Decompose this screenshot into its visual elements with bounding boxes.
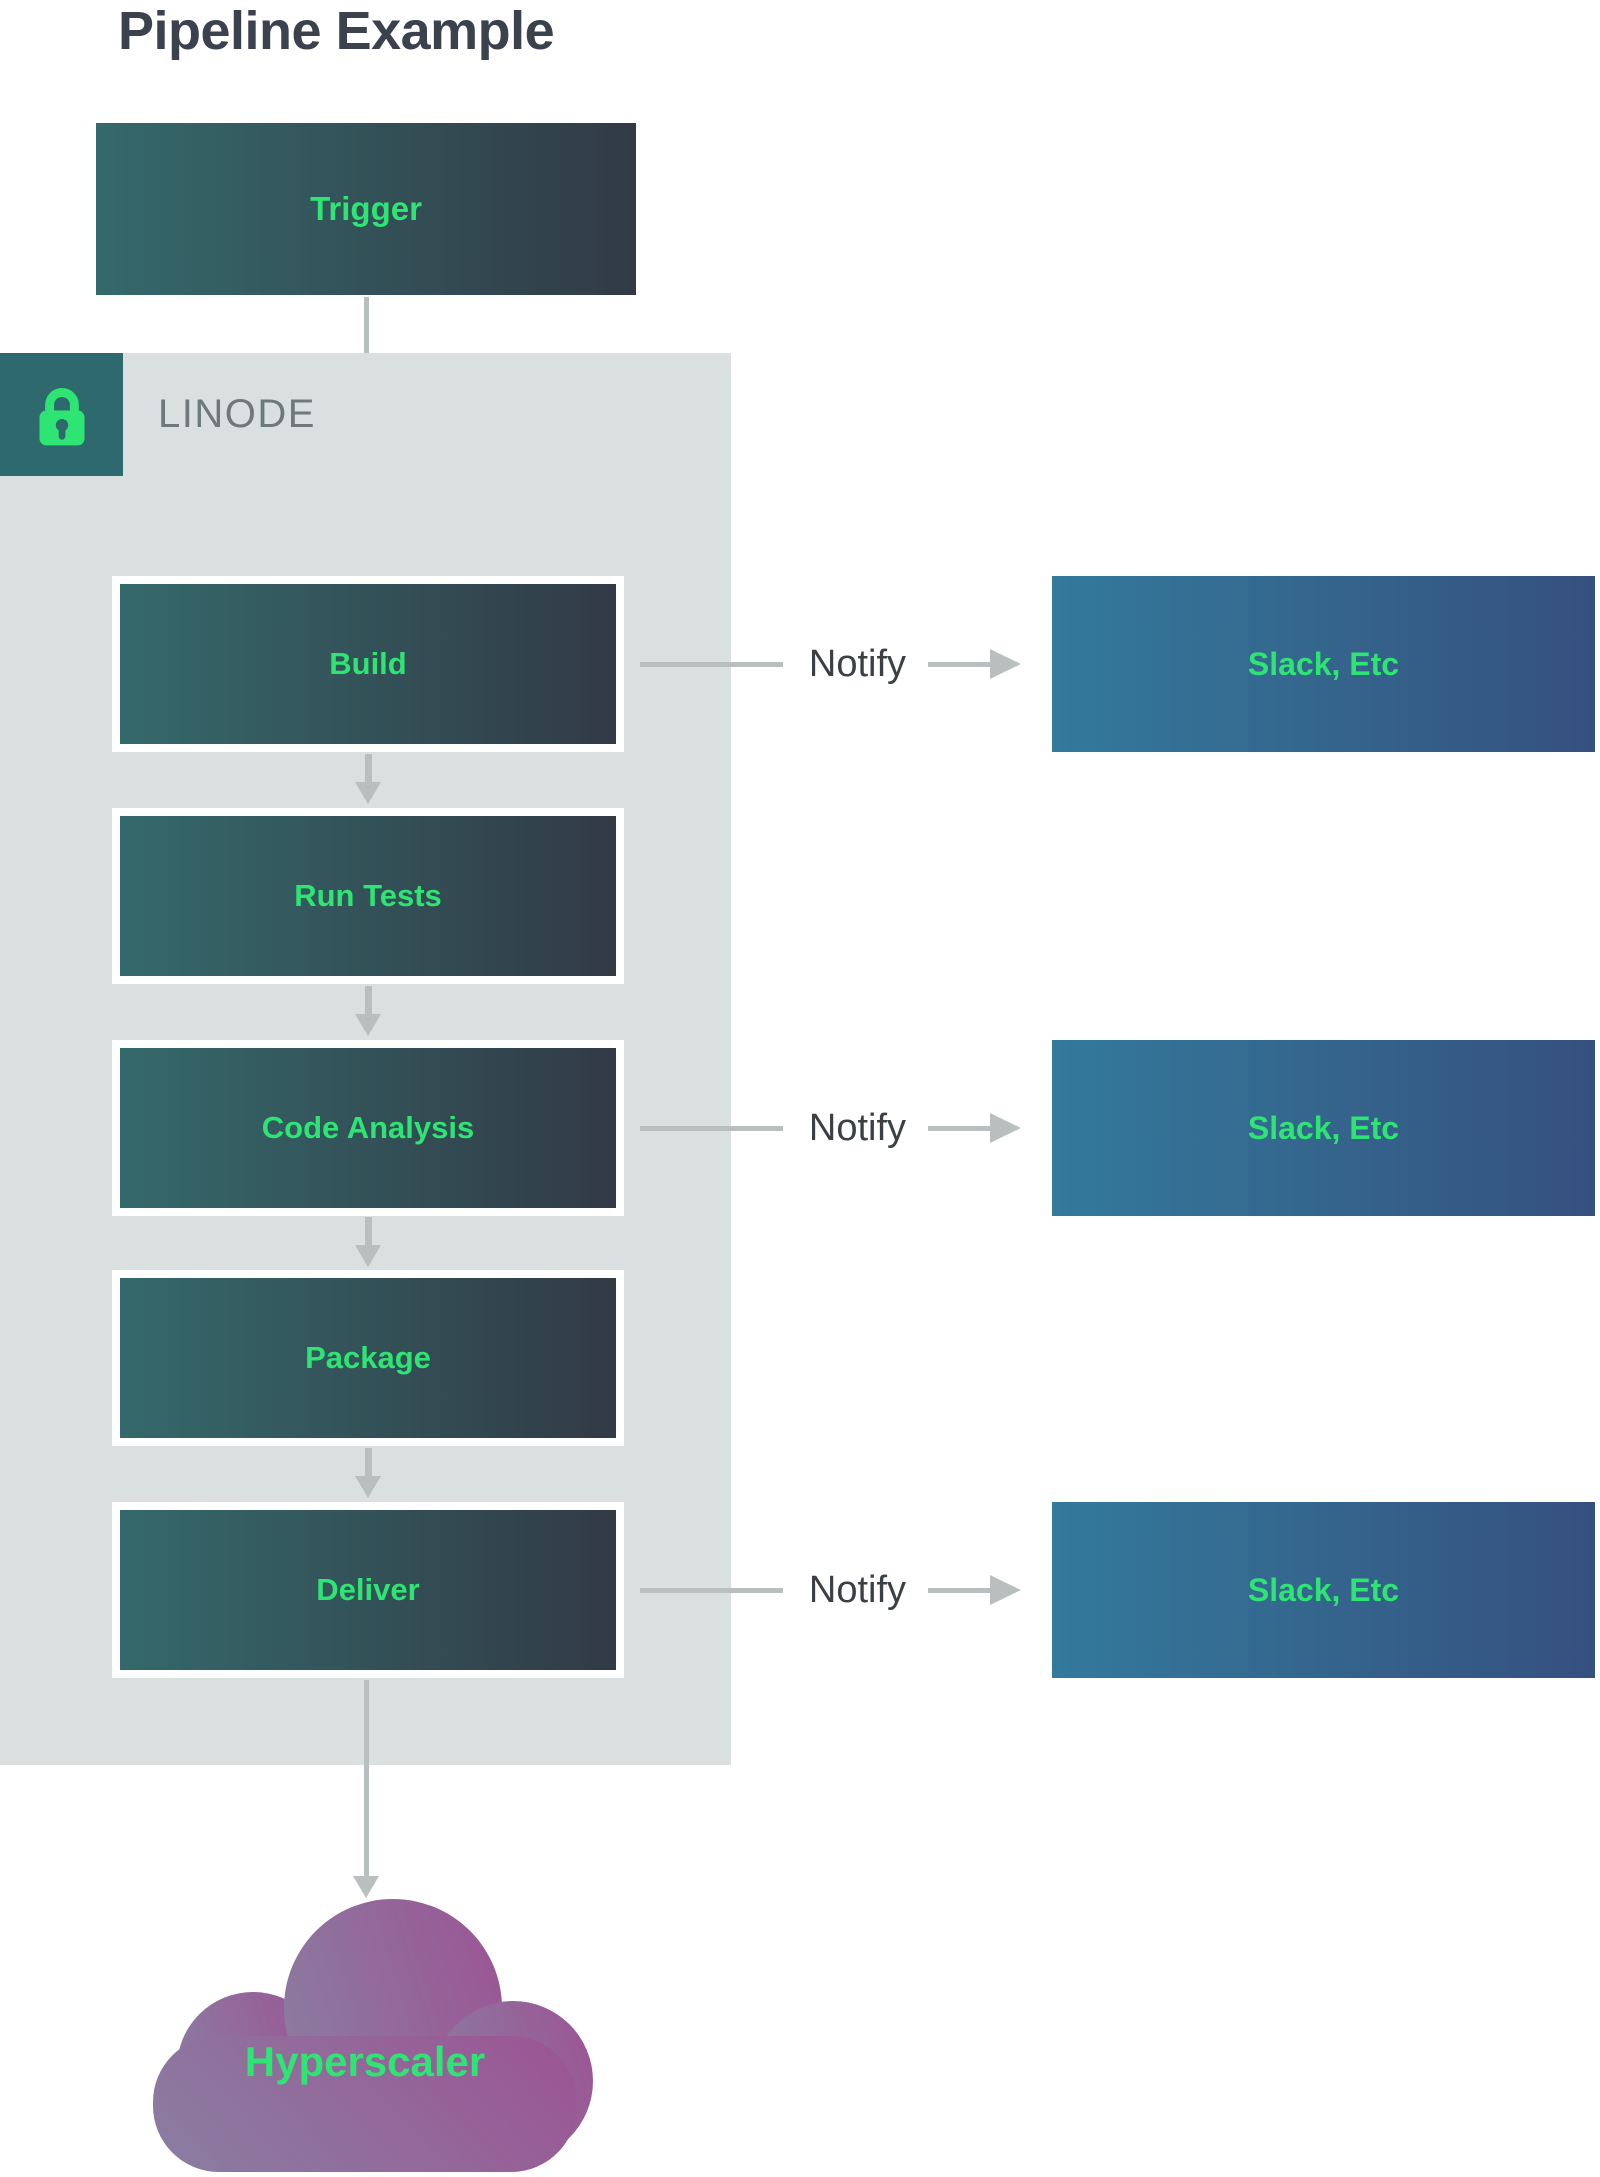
arrow-codeanalysis-to-package [355,1217,381,1267]
linode-label: LINODE [158,392,316,436]
stage-deliver: Deliver [112,1502,624,1678]
arrow-line [364,1448,372,1476]
slack-box-build: Slack, Etc [1052,576,1595,752]
hyperscaler-cloud: Hyperscaler [135,1896,595,2172]
stage-package-label: Package [305,1340,431,1375]
connector-line [640,1126,783,1131]
lock-icon [39,387,84,445]
connector-line [640,662,783,667]
notify-label: Notify [808,642,907,685]
arrow-line [928,1126,990,1131]
slack-label: Slack, Etc [1247,1109,1400,1146]
page-title: Pipeline Example [118,1,555,61]
slack-label: Slack, Etc [1247,1571,1400,1608]
arrow-right-icon [990,1113,1021,1143]
arrow-package-to-deliver [355,1448,381,1498]
linode-panel: LINODE Build Run Tests Code Analysis Pac… [0,353,731,1765]
slack-label: Slack, Etc [1247,645,1400,682]
arrow-down-icon [355,782,381,804]
arrow-line [363,1680,369,1876]
arrow-line [364,1217,372,1245]
trigger-box: Trigger [96,123,636,295]
stage-build: Build [112,576,624,752]
stage-package: Package [112,1270,624,1446]
arrow-line [928,662,990,667]
stage-build-label: Build [329,646,407,681]
arrow-down-icon [355,1476,381,1498]
arrow-right-icon [990,1575,1021,1605]
slack-box-code-analysis: Slack, Etc [1052,1040,1595,1216]
slack-box-deliver: Slack, Etc [1052,1502,1595,1678]
notify-row-build: Notify Slack, Etc [0,576,1600,752]
arrow-runtests-to-codeanalysis [355,986,381,1036]
arrow-down-icon [355,1245,381,1267]
hyperscaler-label: Hyperscaler [244,2038,486,2085]
arrow-down-icon [355,1014,381,1036]
notify-row-code-analysis: Notify Slack, Etc [0,1040,1600,1216]
arrow-build-to-runtests [355,754,381,804]
connector-line [640,1588,783,1593]
arrow-line [928,1588,990,1593]
stage-code-analysis-label: Code Analysis [261,1110,475,1145]
stage-code-analysis: Code Analysis [112,1040,624,1216]
notify-label: Notify [808,1106,907,1149]
notify-label: Notify [808,1568,907,1611]
trigger-label: Trigger [310,190,422,227]
cloud-icon [153,1899,593,2172]
stage-run-tests-label: Run Tests [294,878,442,913]
stage-run-tests: Run Tests [112,808,624,984]
arrow-deliver-to-hyperscaler [353,1680,379,1898]
arrow-right-icon [990,649,1021,679]
notify-row-deliver: Notify Slack, Etc [0,1502,1600,1678]
stage-deliver-label: Deliver [316,1572,420,1607]
arrow-down-icon [353,1876,379,1898]
arrow-line [364,986,372,1014]
arrow-line [364,754,372,782]
linode-badge [0,353,123,476]
